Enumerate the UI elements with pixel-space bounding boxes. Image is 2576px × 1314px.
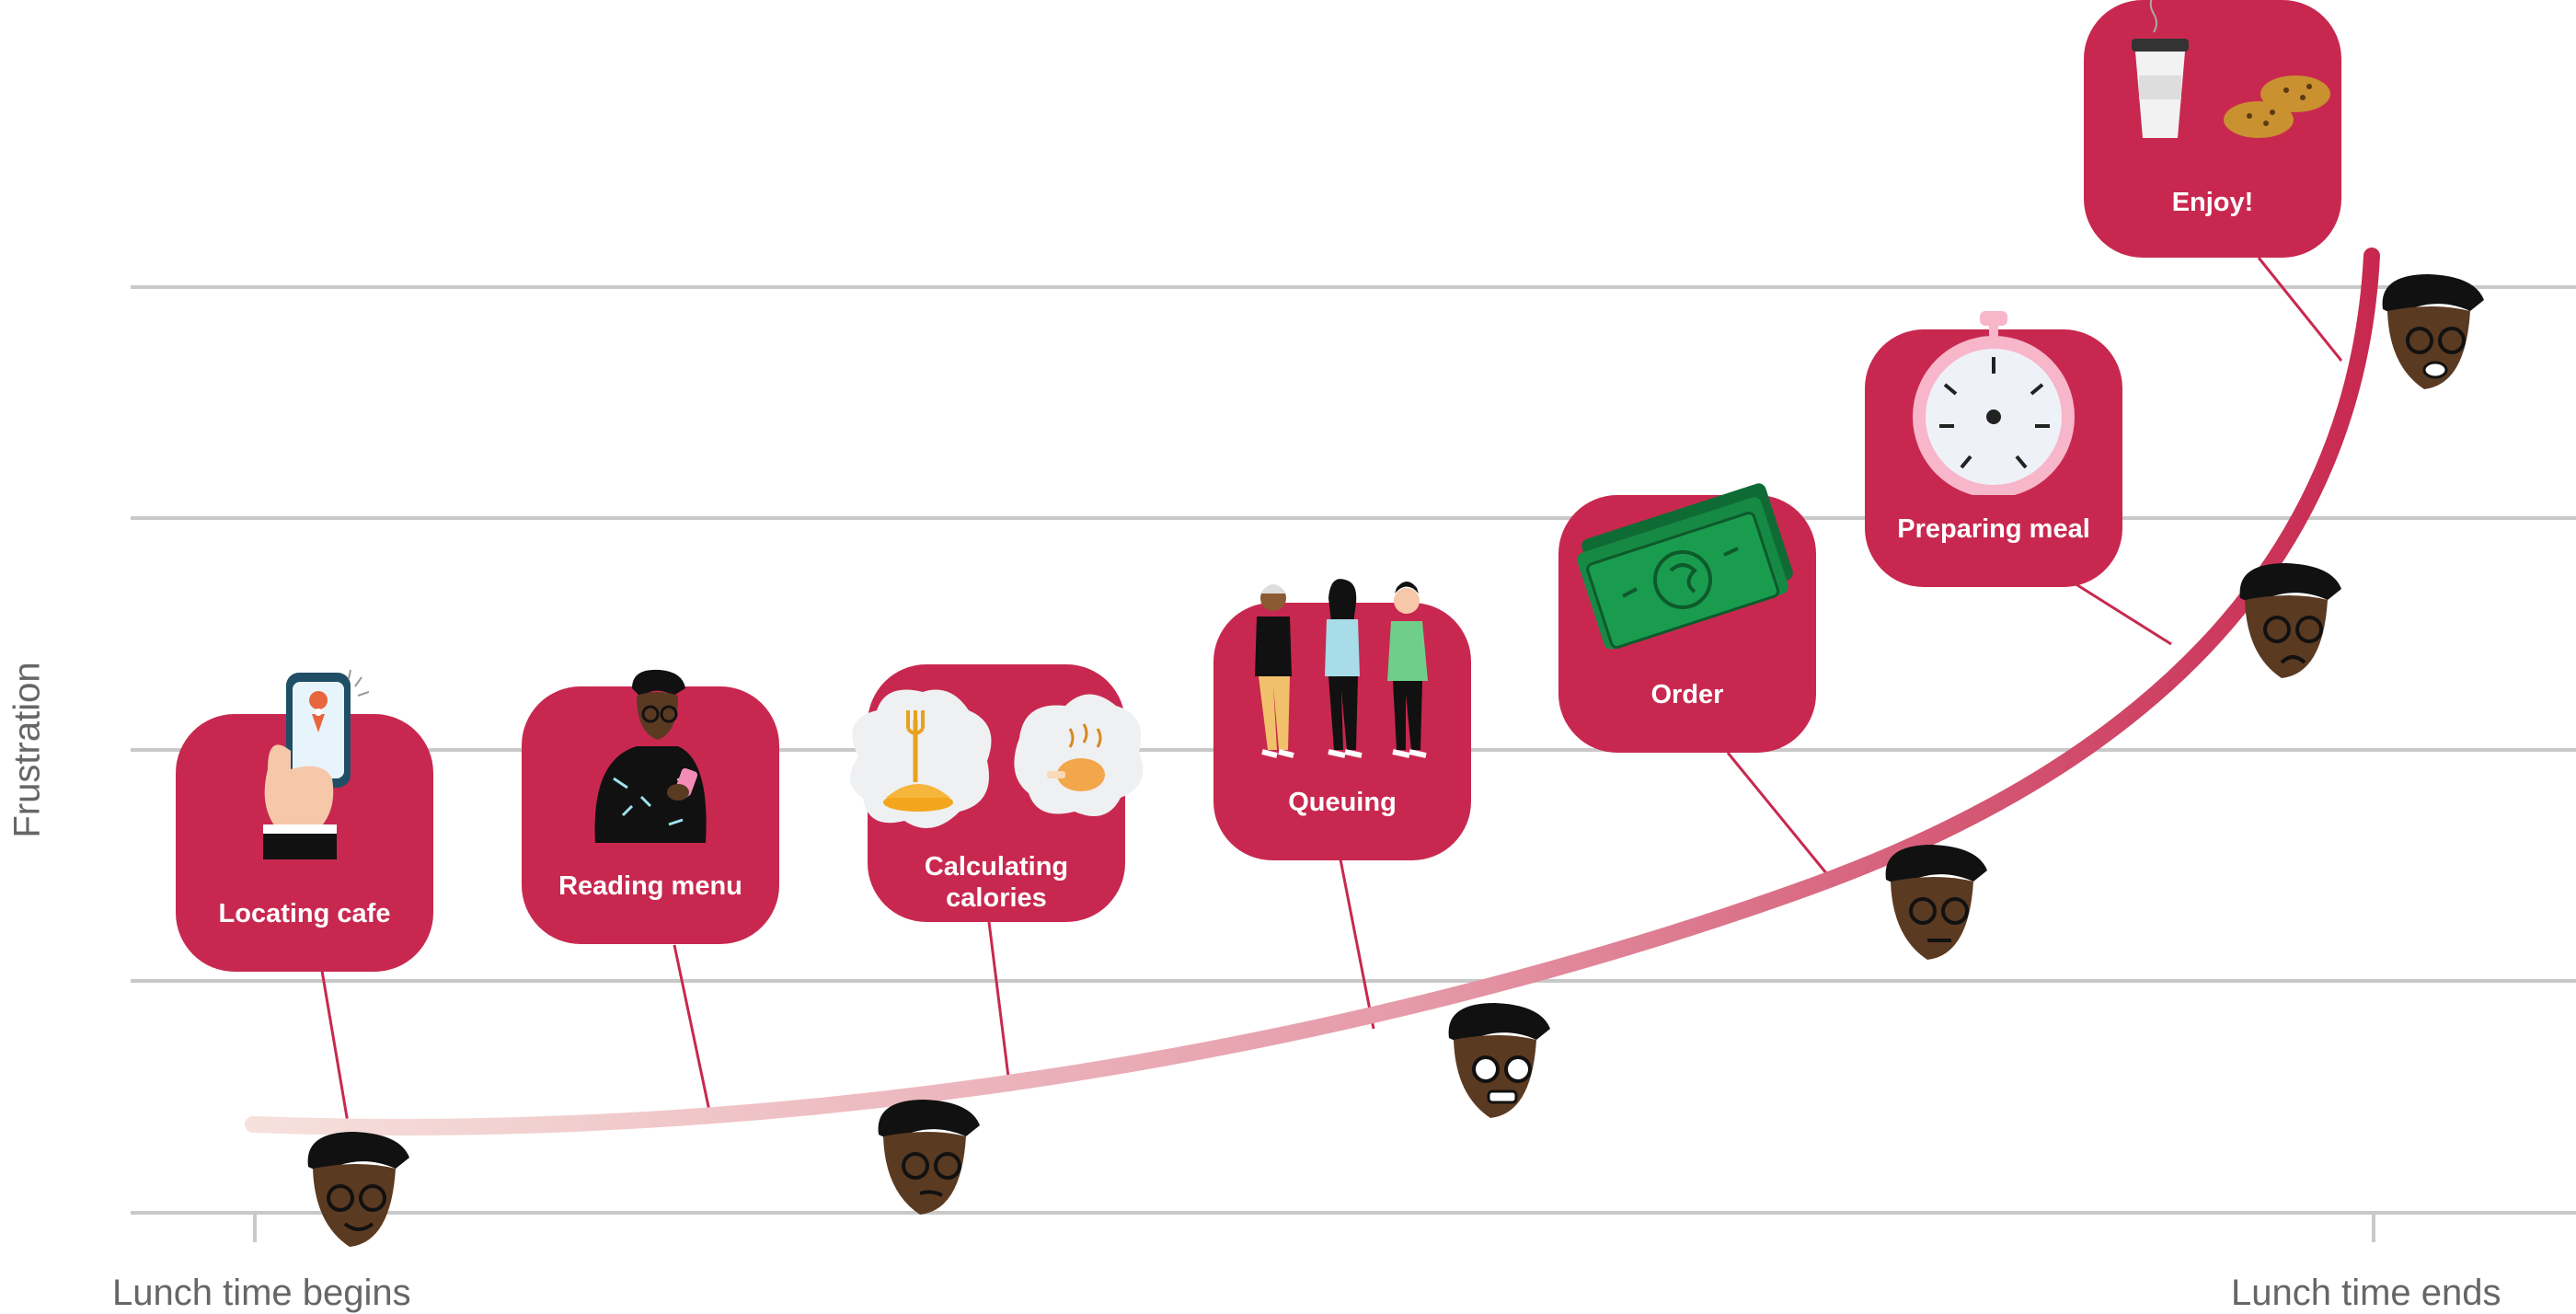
connector-locating-cafe [320,970,350,1124]
face-neutral-icon [878,1100,980,1215]
step-label: Enjoy! [2171,188,2254,217]
connector-enjoy [2257,257,2343,362]
face-annoyed-icon [1885,845,1987,960]
step-label: Queuing [1288,788,1397,817]
step-card-locating-cafe: Locating cafe [176,669,433,972]
step-label: Order [1650,680,1724,709]
connector-queuing [1339,859,1375,1030]
step-card-enjoy: Enjoy! [2084,0,2341,258]
stopwatch-icon [1913,311,2075,495]
step-card-queuing: Queuing [1213,579,1471,860]
step-label: Reading menu [558,871,742,901]
step-card-reading-menu: Reading menu [522,669,779,944]
person-reading-phone-icon [594,669,707,843]
banknotes-icon [1577,483,1793,650]
connector-preparing-meal [2074,582,2172,646]
step-card-preparing-meal: Preparing meal [1865,311,2122,587]
face-grimacing-icon [1448,1003,1550,1118]
face-smiling-icon [307,1132,409,1247]
step-label: Locating cafe [218,899,391,928]
face-shouting-icon [2382,274,2484,389]
x-axis-end-label: Lunch time ends [2231,1273,2501,1313]
step-card-calculating-calories: Calculating calories [850,664,1144,922]
step-card-order: Order [1558,483,1816,753]
coffee-and-cookies-icon [2132,0,2330,138]
phone-map-pin-icon [263,669,369,859]
connector-order [1726,752,1833,880]
step-label: Calculating calories [924,852,1069,913]
connector-reading-menu [673,944,712,1116]
connector-calculating-calories [987,921,1012,1092]
y-axis-label: Frustration [6,662,48,838]
x-axis-start-label: Lunch time begins [112,1273,411,1313]
step-label: Preparing meal [1897,514,2090,544]
frustration-curve [245,248,2380,1135]
queue-of-people-icon [1255,579,1428,758]
face-frowning-icon [2239,563,2341,678]
connector-lines [320,257,2343,1124]
pie-and-chicken-icon [850,689,1144,828]
